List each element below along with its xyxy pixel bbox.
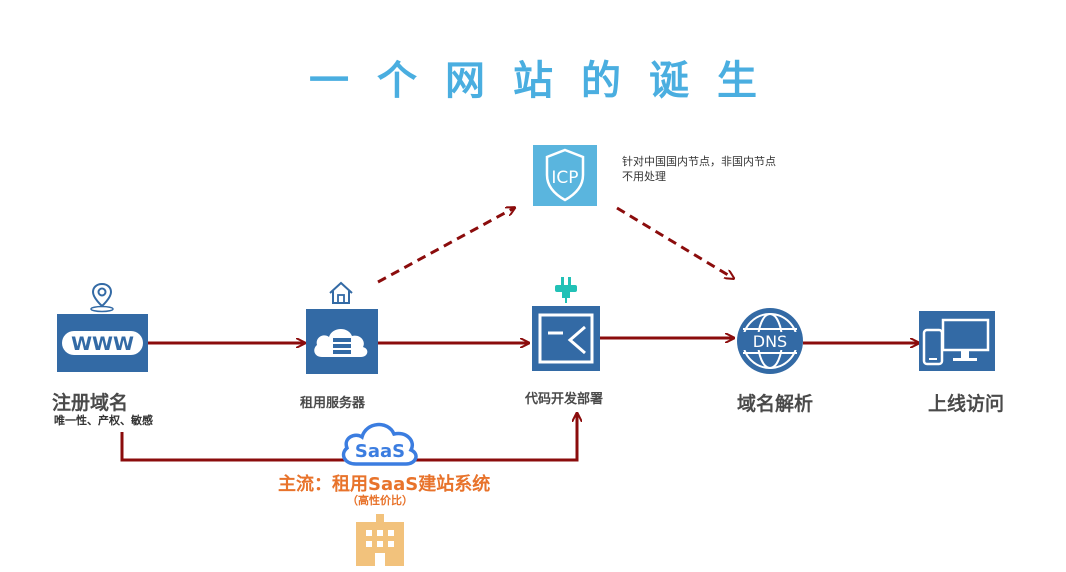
dns-globe-icon: DNS [737, 308, 803, 374]
dns-icon-text: DNS [753, 332, 787, 351]
icp-note-line2: 不用处理 [622, 170, 666, 183]
devices-icon [919, 311, 995, 371]
step-deploy-label: 代码开发部署 [525, 392, 604, 407]
arrow-server-to-icp [377, 208, 514, 284]
saas-cloud-icon: SaaS [341, 422, 418, 466]
home-icon [329, 281, 353, 304]
arrow-icp-to-dns [616, 206, 733, 278]
plug-icon [555, 277, 577, 303]
www-icon: WWW [57, 314, 148, 372]
step-register-sub: 唯一性、产权、敏感 [54, 414, 153, 427]
saas-badge-text: SaaS [355, 441, 405, 462]
saas-main-label: 主流：租用SaaS建站系统 [278, 474, 491, 495]
saas-sub-label: （高性价比） [347, 494, 413, 507]
step-online-label: 上线访问 [928, 393, 1005, 415]
cloud-server-icon [306, 309, 378, 374]
code-terminal-icon [532, 306, 600, 371]
icp-icon-text: ICP [551, 168, 578, 188]
icp-shield-icon: ICP [533, 145, 597, 206]
step-dns-label: 域名解析 [737, 393, 814, 415]
www-icon-text: WWW [71, 333, 134, 355]
building-icon [356, 514, 404, 566]
map-pin-icon [90, 282, 114, 313]
page-title: 一个网站的诞生 [309, 58, 785, 104]
icp-note-line1: 针对中国国内节点，非国内节点 [622, 155, 776, 168]
step-register-label: 注册域名 [52, 392, 129, 414]
step-server-label: 租用服务器 [300, 396, 366, 411]
